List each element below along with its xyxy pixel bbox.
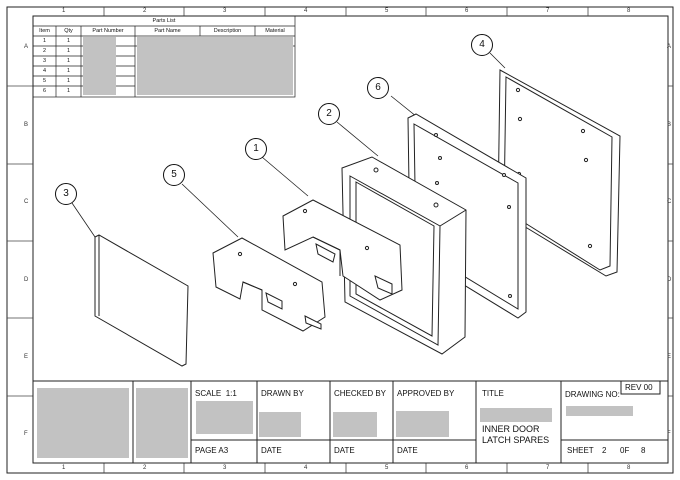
zone-row-b-right: B [667, 122, 672, 128]
callout-5: 5 [163, 164, 185, 186]
callout-4: 4 [471, 34, 493, 56]
header-part-name: Part Name [154, 28, 181, 34]
redacted-part-names [137, 37, 293, 95]
zone-row-d: D [24, 277, 29, 283]
zone-col-1-bottom: 1 [62, 465, 66, 471]
table-row-item: 6 [42, 88, 47, 94]
callout-1: 1 [245, 138, 267, 160]
redacted-scale [196, 401, 253, 434]
zone-col-5: 5 [385, 8, 389, 14]
sheet-total: 8 [641, 446, 646, 455]
redacted-logo-right [136, 388, 188, 458]
table-row-qty: 1 [66, 38, 71, 44]
redacted-drawn-by [259, 412, 301, 437]
sheet-label: SHEET [567, 446, 594, 455]
table-row-item: 2 [42, 48, 47, 54]
table-row-qty: 1 [66, 48, 71, 54]
redacted-logo-left [37, 388, 129, 458]
table-row-item: 4 [42, 68, 47, 74]
redacted-approved-by [396, 411, 449, 437]
sheet-number: 2 [602, 446, 607, 455]
drawn-by-label: DRAWN BY [261, 389, 304, 398]
zone-col-2-bottom: 2 [143, 465, 147, 471]
parts-list-title: Parts List [152, 18, 176, 24]
date-label-approved: DATE [397, 446, 418, 455]
zone-row-e: E [24, 354, 29, 360]
header-part-number: Part Number [92, 28, 124, 34]
zone-col-2: 2 [143, 8, 147, 14]
zone-row-d-right: D [667, 277, 672, 283]
header-item: Item [39, 28, 50, 34]
zone-col-4: 4 [304, 8, 308, 14]
zone-col-1: 1 [62, 8, 66, 14]
checked-by-label: CHECKED BY [334, 389, 387, 398]
table-row-item: 3 [42, 58, 47, 64]
redacted-drawing-no [566, 406, 633, 416]
callout-3: 3 [55, 183, 77, 205]
scale-label: SCALE 1:1 [195, 389, 237, 398]
drawing-title-line1: INNER DOOR [482, 424, 540, 434]
zone-col-6-bottom: 6 [465, 465, 469, 471]
zone-row-b: B [24, 122, 29, 128]
redacted-checked-by [333, 412, 377, 437]
table-row-item: 1 [42, 38, 47, 44]
zone-col-7: 7 [546, 8, 550, 14]
zone-col-3-bottom: 3 [223, 465, 227, 471]
zone-row-a-right: A [667, 44, 672, 50]
zone-row-c-right: C [667, 199, 672, 205]
drawing-title-line2: LATCH SPARES [482, 435, 550, 445]
zone-col-6: 6 [465, 8, 469, 14]
callout-6: 6 [367, 77, 389, 99]
revision-label: REV 00 [625, 383, 653, 392]
header-material: Material [265, 28, 285, 34]
scale-value: 1:1 [225, 389, 237, 398]
zone-row-f: F [24, 431, 28, 437]
zone-col-5-bottom: 5 [385, 465, 389, 471]
sheet-of-label: 0F [620, 446, 630, 455]
table-row-qty: 1 [66, 88, 71, 94]
callout-2: 2 [318, 103, 340, 125]
zone-col-7-bottom: 7 [546, 465, 550, 471]
zone-col-4-bottom: 4 [304, 465, 308, 471]
date-label-checked: DATE [334, 446, 355, 455]
table-row-qty: 1 [66, 68, 71, 74]
table-row-qty: 1 [66, 78, 71, 84]
zone-row-a: A [24, 44, 29, 50]
zone-col-8-bottom: 8 [627, 465, 631, 471]
zone-col-8: 8 [627, 8, 631, 14]
page-size-label: PAGE A3 [195, 446, 229, 455]
zone-row-f-right: F [667, 431, 671, 437]
header-description: Description [213, 28, 242, 34]
drawing-no-label: DRAWING NO: [565, 390, 620, 399]
redacted-part-numbers [83, 37, 116, 95]
table-row-item: 5 [42, 78, 47, 84]
approved-by-label: APPROVED BY [397, 389, 455, 398]
title-label: TITLE [482, 389, 504, 398]
zone-col-3: 3 [223, 8, 227, 14]
table-row-qty: 1 [66, 58, 71, 64]
header-qty: Qty [64, 28, 73, 34]
redacted-title [480, 408, 552, 422]
zone-row-e-right: E [667, 354, 672, 360]
zone-row-c: C [24, 199, 29, 205]
date-label-drawn: DATE [261, 446, 282, 455]
